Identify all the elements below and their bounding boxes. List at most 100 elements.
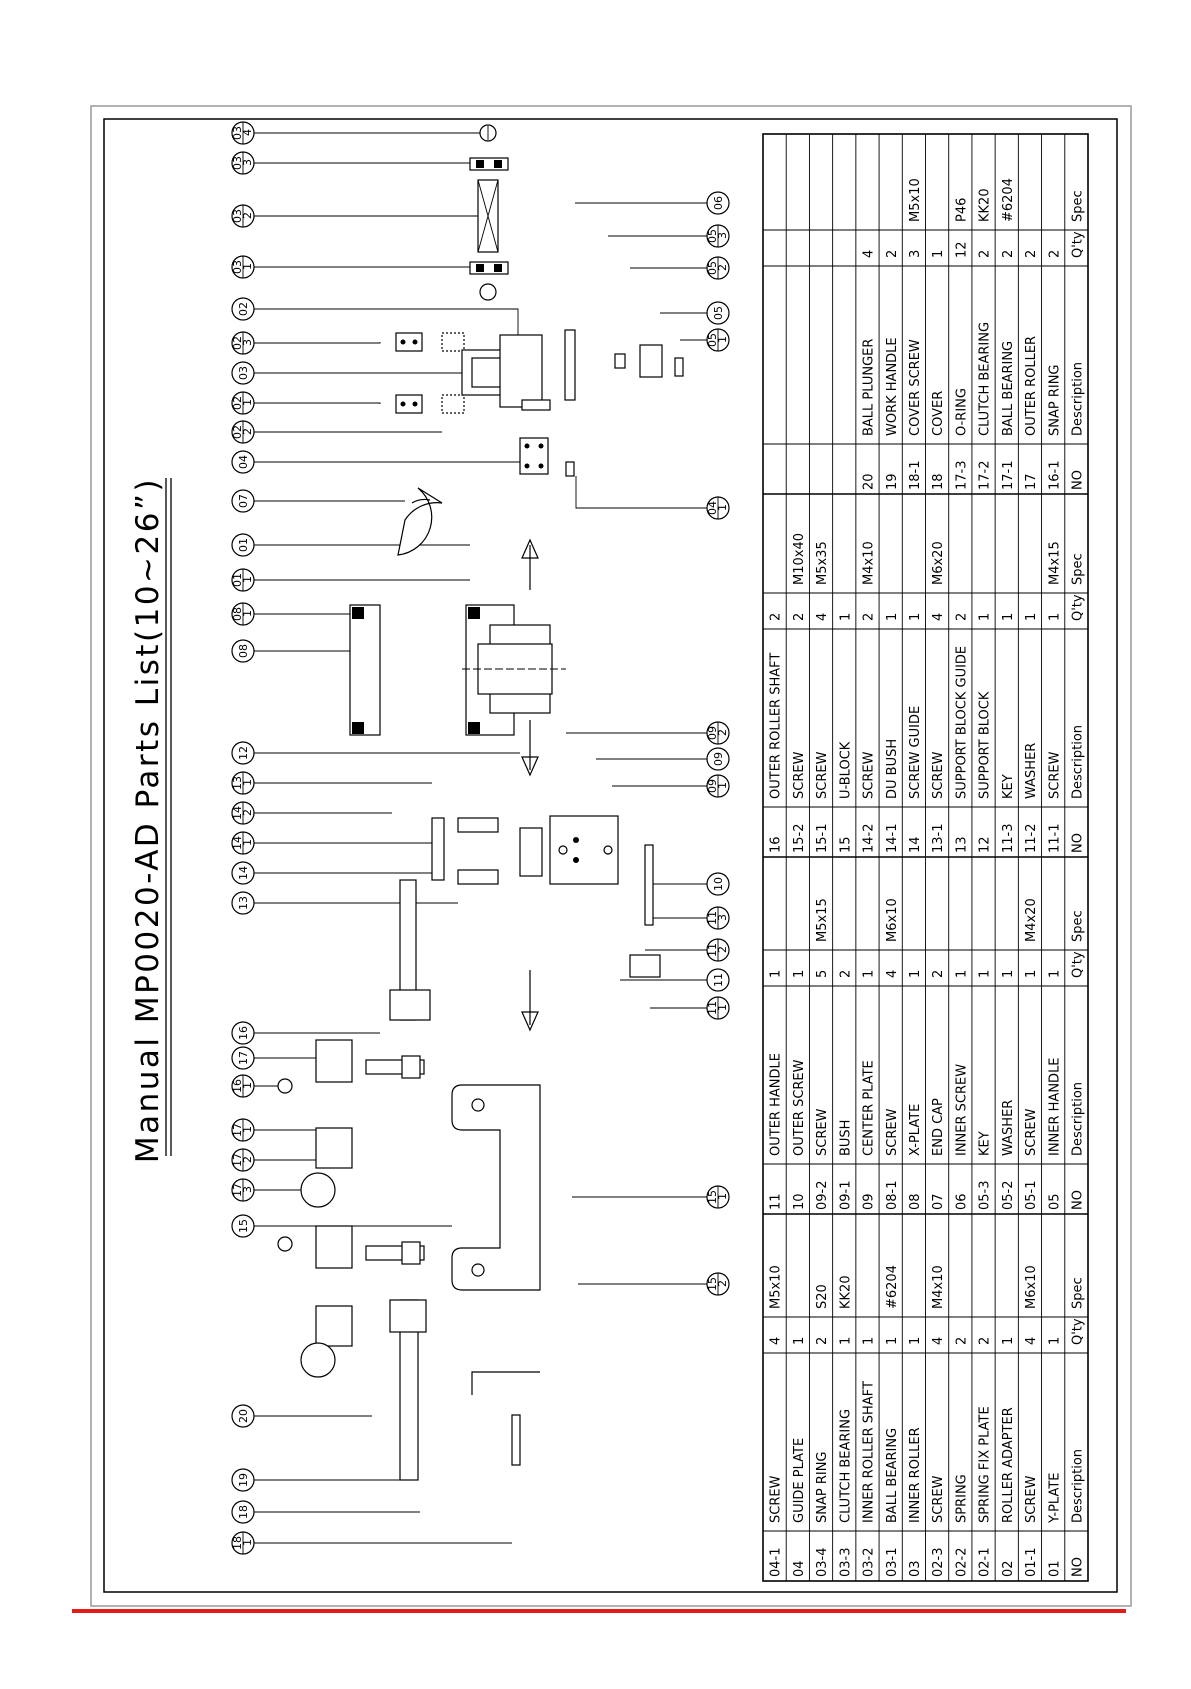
table-cell-qty: 2 xyxy=(954,613,969,621)
table-cell-no: 11-2 xyxy=(1024,823,1039,853)
callout-balloon: 03 xyxy=(231,361,468,385)
table-cell-spec: M6x10 xyxy=(1024,1265,1039,1309)
callout-balloon: 12 xyxy=(231,741,520,765)
table-cell-no: 14-1 xyxy=(885,823,900,853)
bearing-pair-17-1-lower-shape xyxy=(315,1305,353,1347)
cover-18-shape xyxy=(471,1371,540,1395)
callout-balloon: 15 xyxy=(231,1214,452,1238)
balloon-sublabel: 2 xyxy=(716,729,729,736)
balloon-circle xyxy=(231,297,255,321)
callout-balloon: 05 xyxy=(660,301,730,325)
balloon-label: 09 xyxy=(712,752,725,766)
table-cell-desc: END CAP xyxy=(931,1098,946,1156)
table-cell-qty: 1 xyxy=(1001,1337,1016,1345)
balloon-sublabel: 1 xyxy=(716,336,729,343)
u-block-hole-2 xyxy=(471,1263,485,1277)
table-cell-desc: KEY xyxy=(978,1131,993,1156)
spring-fix-plate-lower-hole-2 xyxy=(412,401,418,407)
callout-balloon: 092 xyxy=(566,721,730,745)
spring-02-2-shape xyxy=(441,332,465,352)
table-cell-desc: X-PLATE xyxy=(908,1104,923,1156)
inner-roller-03-bore xyxy=(471,357,503,388)
table-cell-qty: 4 xyxy=(931,613,946,621)
table-cell-desc: GUIDE PLATE xyxy=(792,1438,807,1523)
callout-balloon: 02 xyxy=(231,297,519,335)
balloon-sublabel: 1 xyxy=(716,1004,729,1011)
table-cell-spec: KK20 xyxy=(838,1275,853,1309)
end-cap-07-shape xyxy=(397,487,443,556)
table-cell-no: 15-1 xyxy=(815,823,830,853)
balloon-label: 11 xyxy=(706,1001,719,1015)
table-cell-no: 13-1 xyxy=(931,823,946,853)
table-cell-qty: 1 xyxy=(1024,613,1039,621)
table-cell-desc: SCREW xyxy=(1024,1108,1039,1156)
table-cell-no: 13 xyxy=(954,836,969,853)
table-cell-spec: #6204 xyxy=(1001,178,1016,222)
table-cell-desc: INNER SCREW xyxy=(954,1064,969,1156)
balloon-label: 03 xyxy=(231,260,244,274)
callout-balloons: 0340330320310202303021022040701011081081… xyxy=(231,121,730,1555)
table-cell-desc: SCREW xyxy=(792,751,807,799)
table-cell-spec: M6x20 xyxy=(931,541,946,585)
balloon-sublabel: 2 xyxy=(241,428,254,435)
table-cell-no: 17-1 xyxy=(1001,460,1016,490)
balloon-sublabel: 3 xyxy=(716,232,729,239)
balloon-circle xyxy=(231,741,255,765)
table-header-description: Description xyxy=(1071,725,1086,799)
callout-balloon: 01 xyxy=(231,533,470,557)
table-cell-qty: 1 xyxy=(1047,1337,1062,1345)
callout-balloon: 04 xyxy=(231,450,520,474)
table-cell-spec: M4x15 xyxy=(1047,541,1062,585)
callout-balloon: 011 xyxy=(231,568,470,592)
table-cell-qty: 2 xyxy=(885,250,900,258)
balloon-label: 05 xyxy=(706,261,719,275)
table-cell-desc: U-BLOCK xyxy=(838,741,853,799)
table-cell-no: 08 xyxy=(908,1193,923,1210)
balloon-label: 10 xyxy=(712,877,725,891)
table-cell-qty: 1 xyxy=(908,613,923,621)
callout-balloon: 023 xyxy=(231,331,381,355)
table-cell-desc: OUTER ROLLER xyxy=(1024,336,1039,436)
table-header-qty: Q'ty xyxy=(1071,594,1086,621)
table-cell-desc: OUTER HANDLE xyxy=(769,1053,784,1156)
balloon-sublabel: 1 xyxy=(241,576,254,583)
table-cell-no: 11-3 xyxy=(1001,823,1016,853)
table-cell-no: 09 xyxy=(862,1193,877,1210)
arrow-right xyxy=(521,720,539,777)
callout-balloon: 113 xyxy=(653,906,730,930)
balloon-circle xyxy=(231,1021,255,1045)
table-cell-qty: 1 xyxy=(1001,970,1016,978)
table-cell-qty: 1 xyxy=(862,970,877,978)
callout-balloon: 13 xyxy=(231,891,458,915)
spring-fix-plate-hole-2 xyxy=(412,339,418,345)
callout-balloon: 14 xyxy=(231,861,432,885)
balloon-sublabel: 1 xyxy=(716,504,729,511)
balloon-circle xyxy=(231,533,255,557)
balloon-label: 02 xyxy=(231,336,244,350)
table-cell-qty: 1 xyxy=(978,613,993,621)
callout-balloon: 151 xyxy=(572,1185,730,1209)
callout-balloon: 112 xyxy=(645,938,730,962)
table-cell-desc: WASHER xyxy=(1024,743,1039,799)
cover-screw-18-1-shape xyxy=(511,1414,521,1466)
balloon-sublabel: 2 xyxy=(716,1280,729,1287)
inner-handle-05-shape xyxy=(639,344,663,378)
table-cell-desc: OUTER SCREW xyxy=(792,1059,807,1156)
table-cell-desc: OUTER ROLLER SHAFT xyxy=(769,653,784,799)
table-cell-spec: M5x15 xyxy=(815,898,830,942)
table-cell-spec: P46 xyxy=(954,198,969,222)
table-cell-qty: 4 xyxy=(885,970,900,978)
center-plate-bush xyxy=(558,845,568,855)
table-cell-qty: 1 xyxy=(792,970,807,978)
balloon-label: 04 xyxy=(237,455,250,469)
table-header-qty: Q'ty xyxy=(1071,231,1086,258)
table-cell-desc: SCREW xyxy=(1047,751,1062,799)
table-header-no: NO xyxy=(1071,833,1086,853)
balloon-label: 12 xyxy=(237,746,250,760)
balloon-sublabel: 2 xyxy=(716,264,729,271)
balloon-sublabel: 1 xyxy=(241,1082,254,1089)
callout-balloon: 17 xyxy=(231,1046,316,1070)
table-cell-qty: 1 xyxy=(885,1337,900,1345)
callout-balloon: 034 xyxy=(231,121,488,145)
callout-balloon: 161 xyxy=(231,1074,285,1098)
